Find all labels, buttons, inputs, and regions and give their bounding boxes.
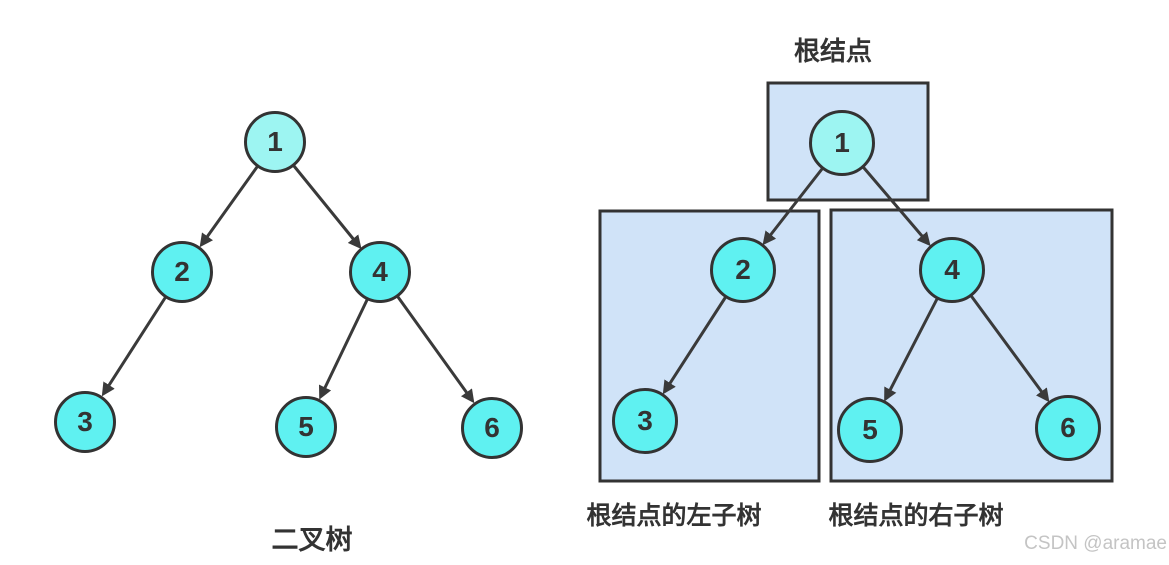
tree-node-3: 3 bbox=[612, 388, 678, 454]
tree-node-4: 4 bbox=[349, 241, 411, 303]
tree-node-2: 2 bbox=[151, 241, 213, 303]
csdn-watermark: CSDN @aramae bbox=[1024, 533, 1167, 554]
tree-node-6: 6 bbox=[461, 397, 523, 459]
binary-tree-caption: 二叉树 bbox=[271, 525, 353, 555]
tree-node-2: 2 bbox=[710, 237, 776, 303]
tree-node-3: 3 bbox=[54, 391, 116, 453]
tree-node-4: 4 bbox=[919, 237, 985, 303]
tree-node-1: 1 bbox=[809, 110, 875, 176]
tree-node-6: 6 bbox=[1035, 395, 1101, 461]
edge-1-to-2 bbox=[199, 165, 259, 248]
edge-4-to-5 bbox=[318, 298, 369, 400]
edge-1-to-4 bbox=[862, 166, 931, 247]
right-tree-edges bbox=[662, 166, 1050, 403]
left-tree-edges bbox=[101, 164, 475, 404]
edge-4-to-6 bbox=[396, 295, 475, 404]
edge-2-to-3 bbox=[101, 296, 167, 397]
edge-4-to-6 bbox=[970, 295, 1050, 403]
edge-1-to-2 bbox=[762, 167, 824, 246]
root-node-label: 根结点 bbox=[793, 36, 873, 66]
edge-2-to-3 bbox=[662, 296, 727, 395]
edge-1-to-4 bbox=[292, 164, 362, 250]
right-subtree-caption: 根结点的右子树 bbox=[828, 502, 1004, 530]
left-subtree-caption: 根结点的左子树 bbox=[586, 502, 762, 530]
tree-node-1: 1 bbox=[244, 111, 306, 173]
edge-4-to-5 bbox=[884, 297, 939, 402]
tree-node-5: 5 bbox=[275, 396, 337, 458]
tree-node-5: 5 bbox=[837, 397, 903, 463]
